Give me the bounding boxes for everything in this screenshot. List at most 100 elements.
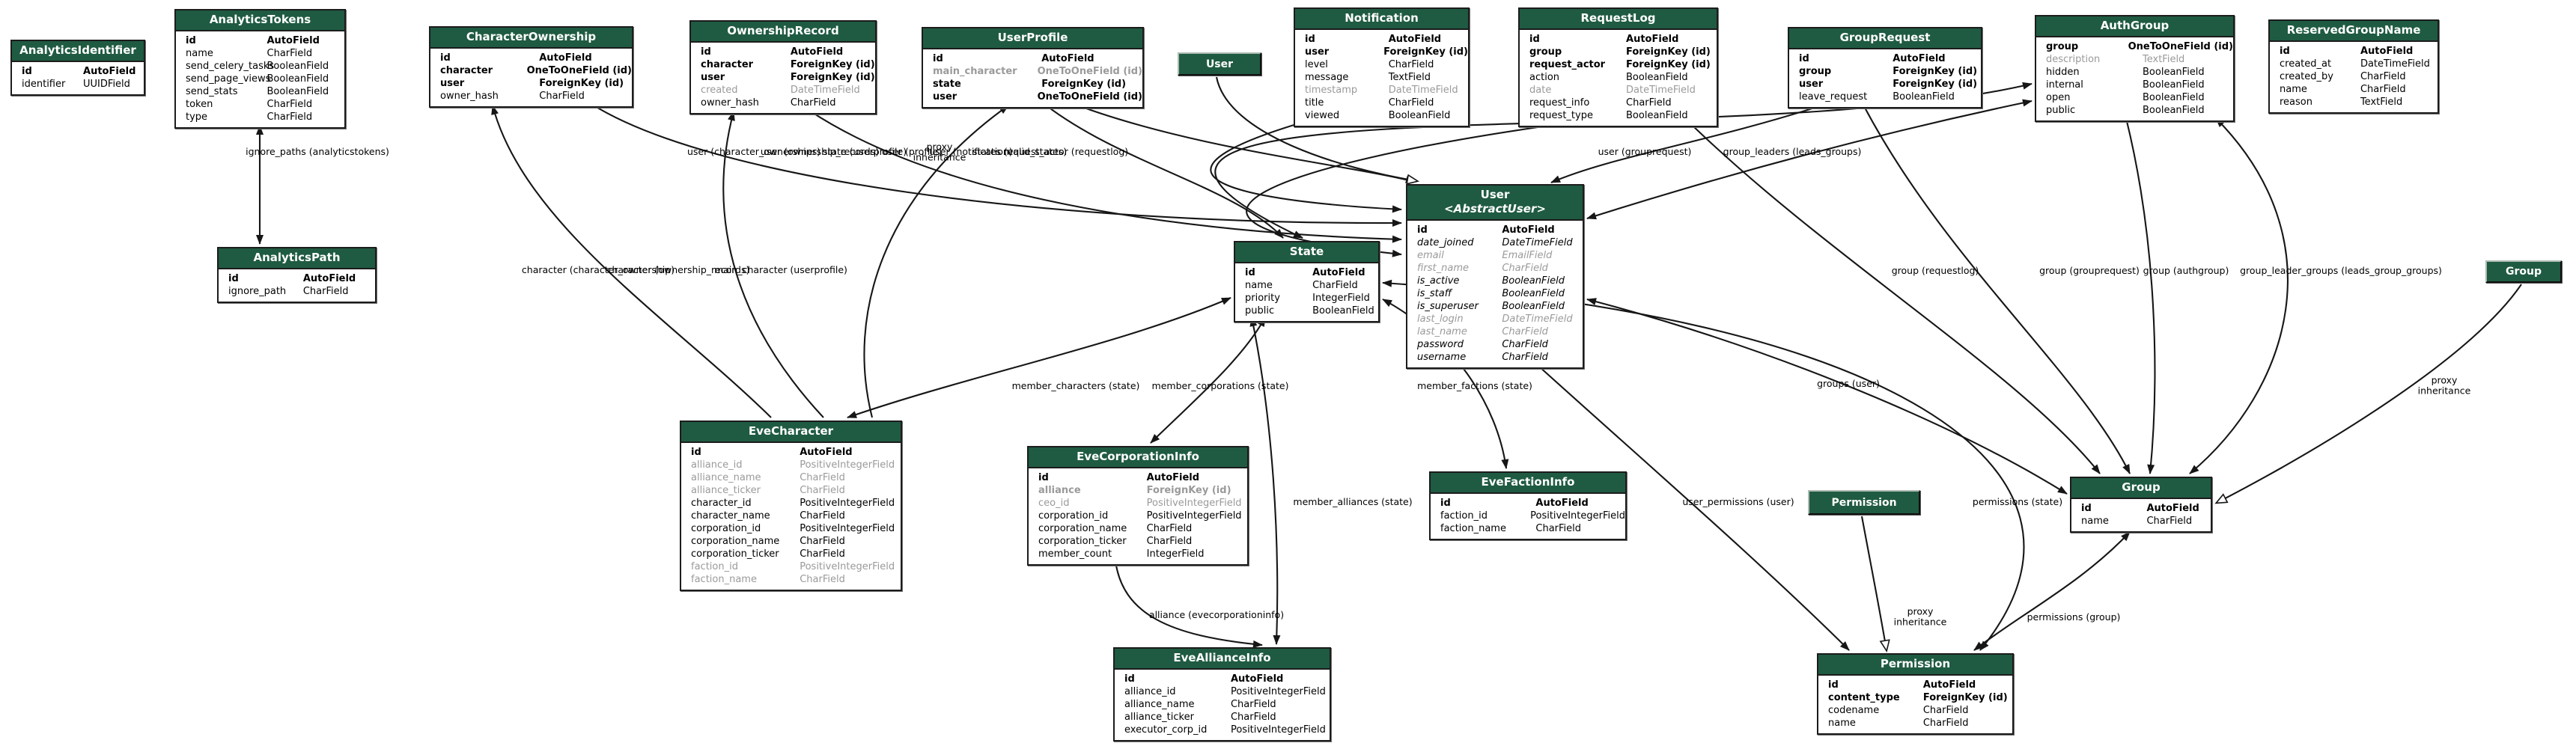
relation-edge-fk xyxy=(1863,106,2131,474)
edge-label: alliance (evecorporationinfo) xyxy=(1148,608,1285,620)
field-type: TextField xyxy=(2360,96,2403,108)
field-type: DateTimeField xyxy=(1626,84,1696,96)
field-type: AutoField xyxy=(83,65,136,77)
field-name: first_name xyxy=(1417,262,1469,274)
entity-header: AnalyticsTokens xyxy=(176,10,344,31)
field-name: created_by xyxy=(2280,70,2333,82)
field-name: id xyxy=(1799,52,1809,64)
edge-label: group (grouprequest) xyxy=(2039,264,2140,276)
field-name: timestamp xyxy=(1305,84,1358,96)
field-type: CharField xyxy=(1535,522,1582,534)
field-name: faction_id xyxy=(1440,510,1488,522)
relation-edge-fk xyxy=(1246,123,1554,257)
field-type: CharField xyxy=(800,573,845,585)
edge-label: member_characters (state) xyxy=(1011,379,1140,391)
field-name: content_type xyxy=(1828,691,1900,703)
field-name: group xyxy=(1799,65,1832,77)
field-name: corporation_id xyxy=(691,522,761,534)
entity-title: EveFactionInfo xyxy=(1481,475,1575,489)
field-name: faction_name xyxy=(1440,522,1506,534)
edge-label: user (character_ownerships) xyxy=(686,145,821,157)
field-type: CharField xyxy=(1626,97,1672,108)
field-name: corporation_name xyxy=(691,535,780,547)
field-type: CharField xyxy=(800,548,845,560)
entity-title: Notification xyxy=(1345,11,1419,25)
field-type: AutoField xyxy=(1502,224,1555,236)
relation-edge-fk xyxy=(2125,117,2156,474)
entity-title: State xyxy=(1289,245,1324,258)
field-type: BooleanField xyxy=(1388,109,1451,121)
field-name: group xyxy=(1529,46,1562,58)
field-type: PositiveIntegerField xyxy=(800,560,895,572)
field-name: character_name xyxy=(691,510,770,522)
field-name: name xyxy=(2280,83,2307,95)
edge-label: ignore_paths (analyticstokens) xyxy=(246,145,389,157)
field-name: corporation_id xyxy=(1038,510,1109,522)
relation-edge-fk xyxy=(1210,120,1402,213)
field-type: CharField xyxy=(267,47,313,59)
field-type: BooleanField xyxy=(1626,71,1688,83)
field-name: is_superuser xyxy=(1417,300,1479,312)
field-type: CharField xyxy=(267,98,313,110)
edge-label: user (notification) xyxy=(929,145,1013,157)
field-type: CharField xyxy=(1502,351,1548,363)
field-name: last_login xyxy=(1417,313,1464,325)
entity-stereotype: <AbstractUser> xyxy=(1444,201,1546,215)
field-type: AutoField xyxy=(800,446,853,458)
relation-edge-fk xyxy=(808,109,1402,243)
edge-label: proxy inheritance xyxy=(1893,605,1947,628)
field-type: ForeignKey (id) xyxy=(1041,78,1127,90)
relation-edge-m2m xyxy=(2189,117,2289,474)
entity-header: RequestLog xyxy=(1520,9,1717,30)
entity-header: EveAllianceInfo xyxy=(1115,649,1330,670)
field-type: BooleanField xyxy=(1502,287,1565,299)
field-name: id xyxy=(1417,224,1428,236)
proxy-model-title: Permission xyxy=(1831,496,1897,509)
field-name: username xyxy=(1417,351,1467,363)
field-type: CharField xyxy=(1502,262,1548,274)
edge-label: group (requestlog) xyxy=(1891,264,1979,276)
field-name: token xyxy=(186,98,213,110)
field-type: DateTimeField xyxy=(790,84,860,96)
field-name: internal xyxy=(2046,79,2083,91)
proxy-model-title: User xyxy=(1205,58,1234,70)
